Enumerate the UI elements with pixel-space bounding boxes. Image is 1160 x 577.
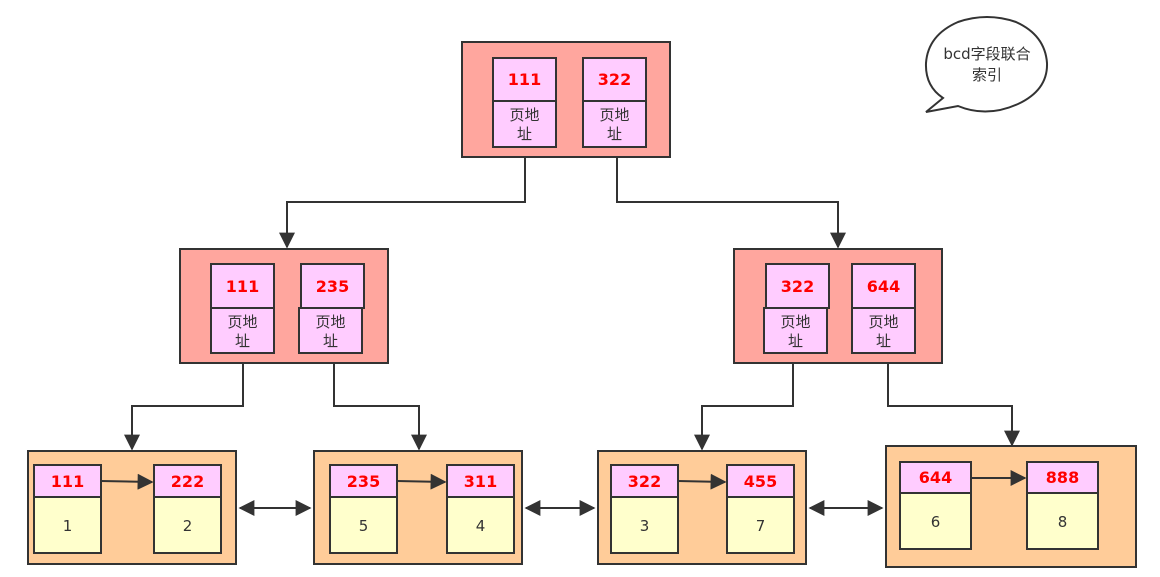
leaf-2-value-2: 4	[476, 517, 486, 535]
leaf-2-key-2: 311	[464, 472, 497, 491]
leaf-3-value-2: 7	[756, 517, 766, 535]
leaf-1-key-2: 222	[171, 472, 204, 491]
internal-left-entry-2: 235 页地 址	[298, 263, 365, 354]
internal-left-addr-2-line-2: 址	[323, 332, 338, 350]
internal-right-addr-2-line-2: 址	[876, 332, 891, 350]
root-node: 111 页地 址 322 页地 址	[461, 41, 671, 158]
root-key-2: 322	[598, 70, 631, 89]
leaf-2-key-1: 235	[347, 472, 380, 491]
callout-line-2: 索引	[972, 66, 1002, 84]
internal-left-addr-1-line-1: 页地	[227, 313, 257, 331]
leaf-3-key-1: 322	[628, 472, 661, 491]
internal-left-addr-2-line-1: 页地	[315, 313, 345, 331]
root-addr-1-line-2: 址	[517, 125, 532, 143]
leaf-2-link-arrow	[396, 473, 447, 490]
leaf-1-value-2: 2	[183, 517, 193, 535]
leaf-node-2: 235 5 311 4	[313, 450, 523, 565]
edge-internal-right-to-leaf-4	[887, 364, 1020, 447]
leaf-2-value-1: 5	[359, 517, 369, 535]
edge-root-to-internal-left	[279, 157, 526, 249]
callout-line-1: bcd字段联合	[943, 45, 1030, 63]
internal-right-entry-1: 322 页地 址	[763, 263, 830, 354]
leaf-3-key-2: 455	[744, 472, 777, 491]
leaf-4-value-1: 6	[931, 513, 941, 531]
leaf-4-key-1: 644	[919, 468, 952, 487]
internal-left-addr-1-line-2: 址	[235, 332, 250, 350]
leaf-node-4: 644 6 888 8	[885, 445, 1137, 568]
internal-left-key-2: 235	[316, 277, 349, 296]
internal-node-right: 322 页地 址 644 页地 址	[733, 248, 943, 364]
root-addr-1-line-1: 页地	[509, 106, 539, 124]
internal-right-key-2: 644	[867, 277, 900, 296]
root-addr-2-line-1: 页地	[599, 106, 629, 124]
callout-bubble: bcd字段联合 索引	[924, 16, 1049, 113]
internal-right-addr-2-line-1: 页地	[868, 313, 898, 331]
edge-internal-right-to-leaf-3	[694, 364, 794, 451]
internal-right-entry-2: 644 页地 址	[851, 263, 916, 354]
internal-right-addr-1-line-1: 页地	[780, 313, 810, 331]
root-addr-2-line-2: 址	[607, 125, 622, 143]
internal-left-key-1: 111	[226, 277, 259, 296]
internal-right-key-1: 322	[781, 277, 814, 296]
leaf-node-3: 322 3 455 7	[597, 450, 807, 565]
root-key-1: 111	[508, 70, 541, 89]
root-entry-1: 111 页地 址	[492, 57, 557, 148]
edge-internal-left-to-leaf-2	[333, 364, 427, 451]
leaf-1-link-arrow	[100, 473, 154, 490]
internal-node-left: 111 页地 址 235 页地 址	[179, 248, 389, 364]
leaf-4-key-2: 888	[1046, 468, 1079, 487]
leaf-4-value-2: 8	[1058, 513, 1068, 531]
edge-root-to-internal-right	[616, 157, 846, 249]
internal-right-addr-1-line-2: 址	[788, 332, 803, 350]
edge-internal-left-to-leaf-1	[124, 364, 244, 451]
leaf-1-value-1: 1	[63, 517, 73, 535]
internal-left-entry-1: 111 页地 址	[210, 263, 275, 354]
leaf-3-link-arrow	[677, 473, 727, 490]
leaf-3-value-1: 3	[640, 517, 650, 535]
root-entry-2: 322 页地 址	[582, 57, 647, 148]
leaf-1-key-1: 111	[51, 472, 84, 491]
leaf-node-1: 111 1 222 2	[27, 450, 237, 565]
